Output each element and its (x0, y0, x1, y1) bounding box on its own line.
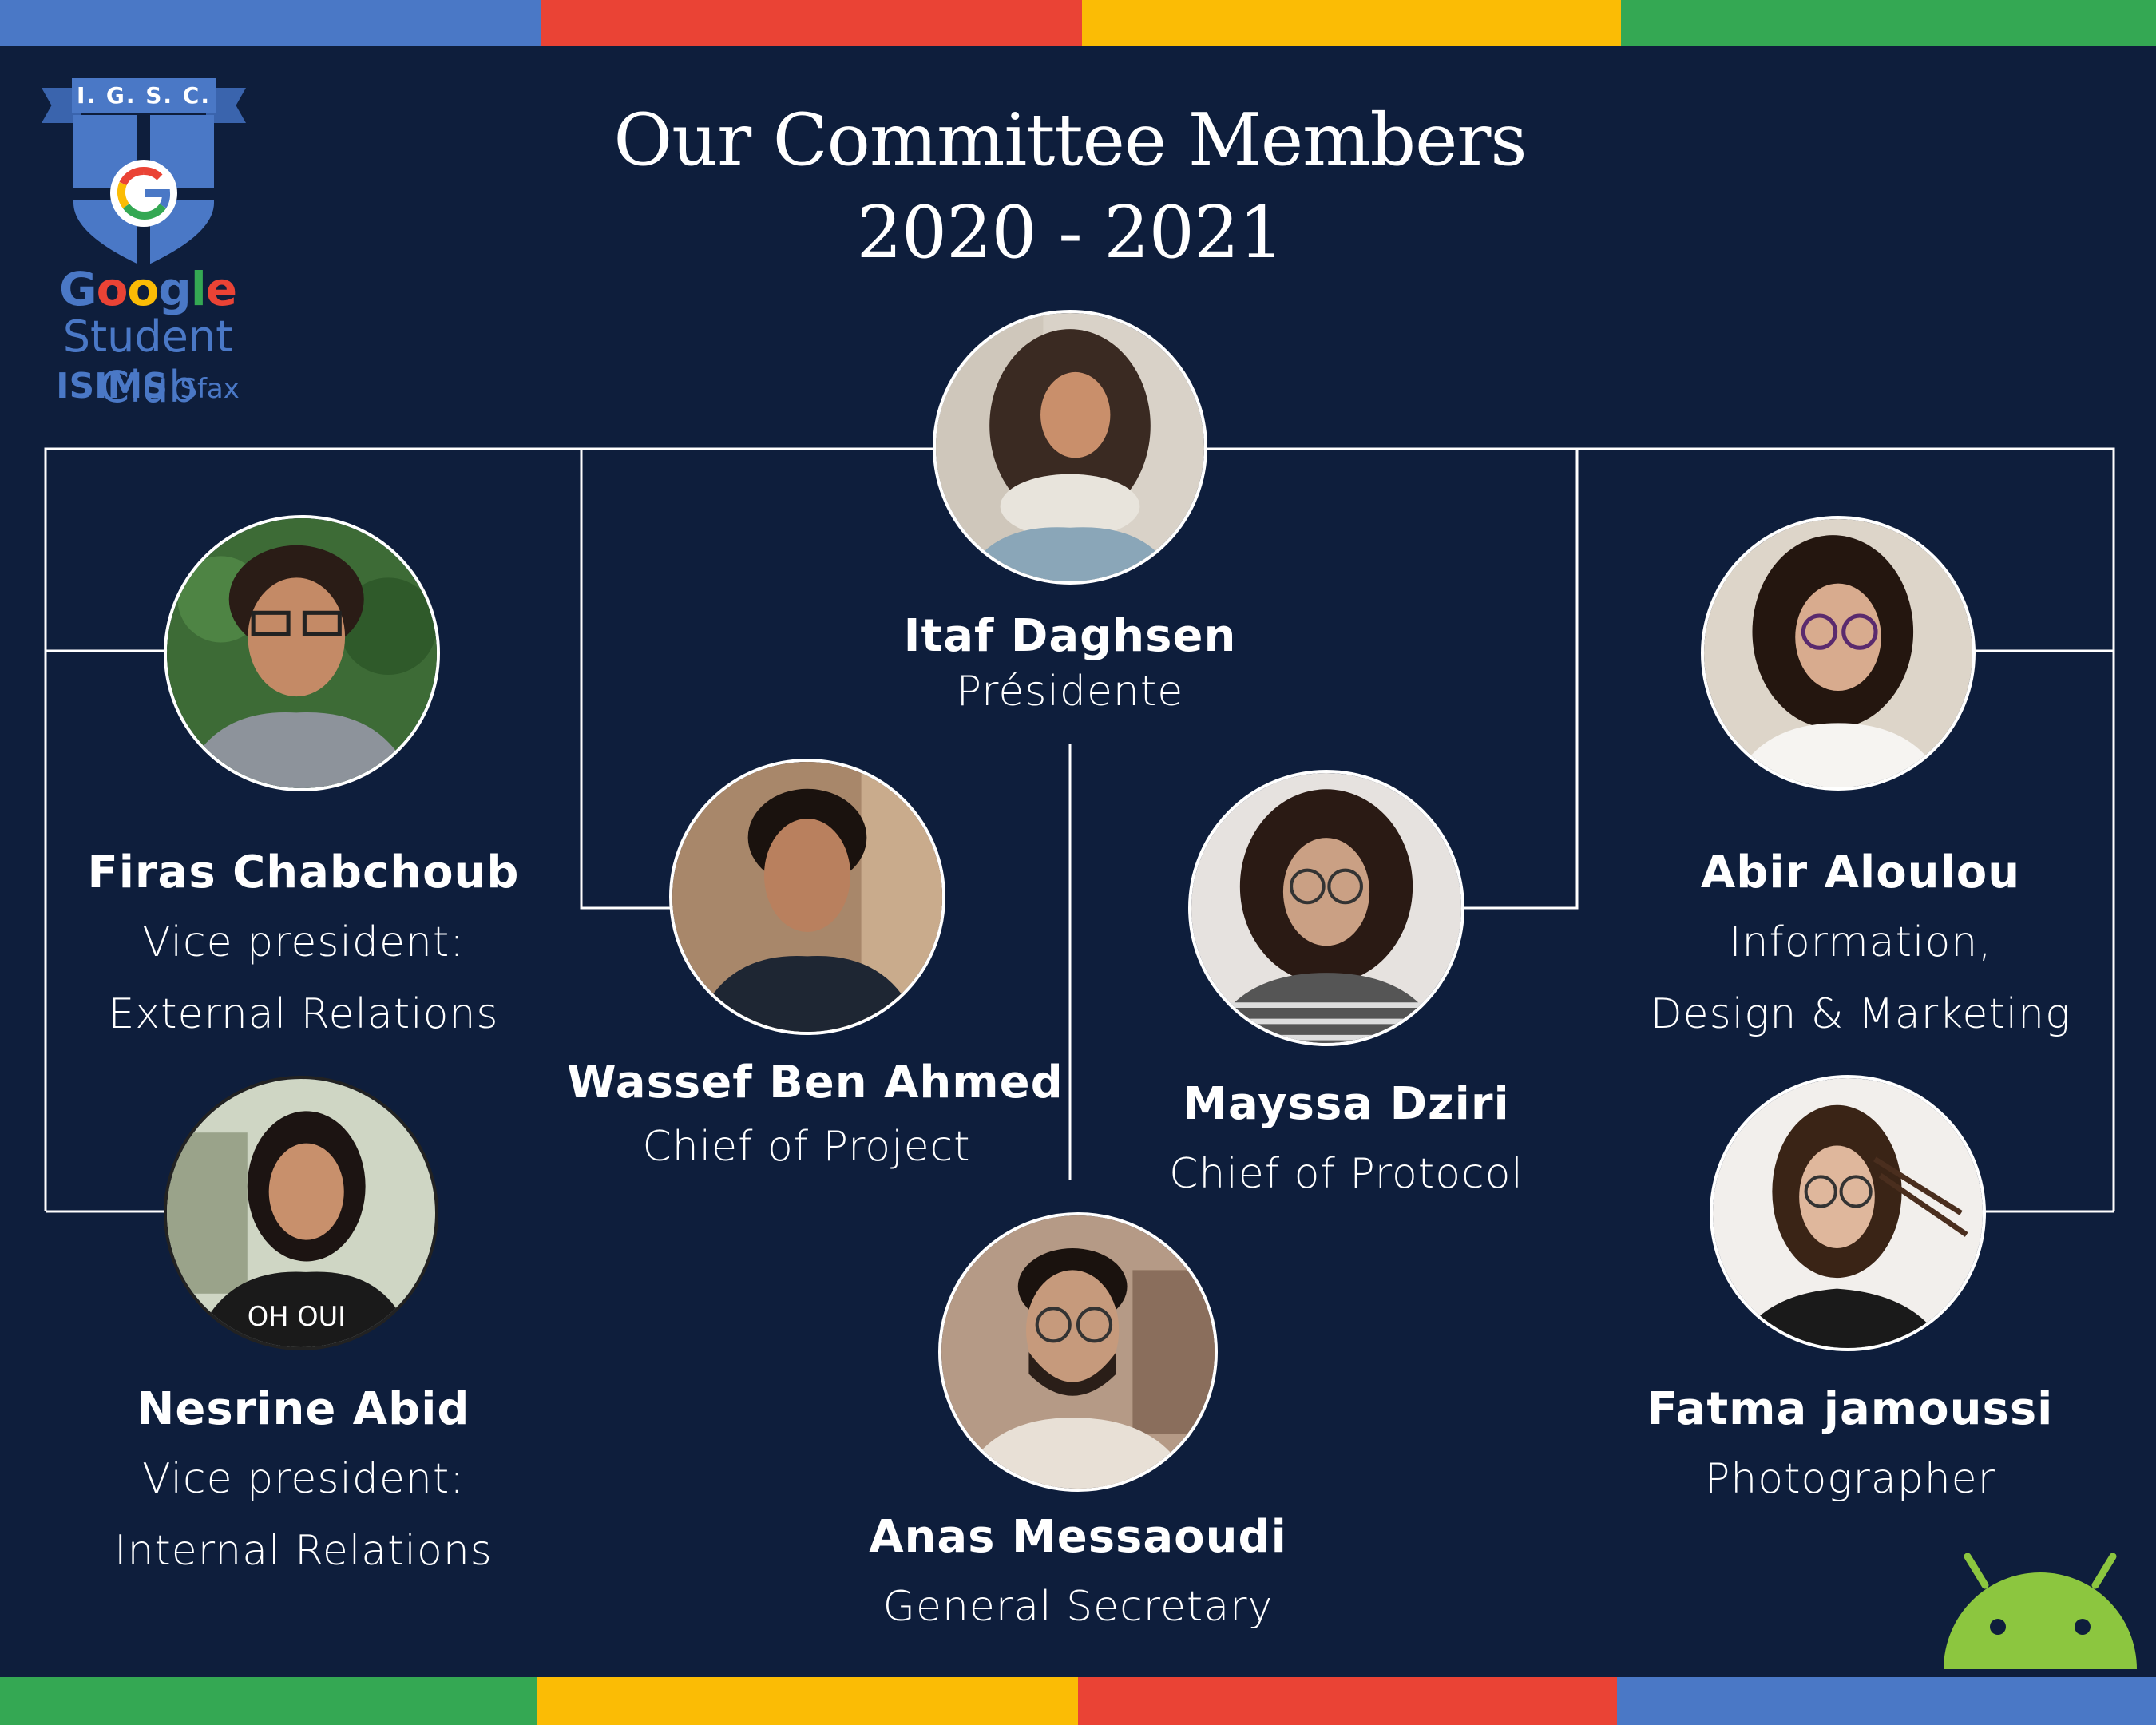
line-to-wassef (580, 449, 671, 910)
person-photo-icon (167, 518, 437, 788)
member-name: Itaf Daghsen (903, 610, 1237, 662)
avatar (669, 759, 945, 1035)
member-role-line-1: Information, (1729, 918, 1992, 966)
member-role-line-1: Vice president: (142, 918, 465, 966)
person-photo-icon (672, 762, 942, 1032)
logo-banner: I. G. S. C. (72, 78, 216, 113)
club-logo: I. G. S. C. Google Student Club ISIMS Sf… (16, 70, 279, 414)
member-name: Wassef Ben Ahmed (567, 1057, 1064, 1108)
avatar (938, 1212, 1218, 1492)
top-stripe-blue (0, 0, 541, 46)
bottom-stripe-green (0, 1677, 537, 1725)
top-stripe-yellow (1082, 0, 1621, 46)
person-photo-icon (1704, 519, 1972, 787)
top-stripe-red (541, 0, 1082, 46)
member-name: Anas Messaoudi (869, 1511, 1287, 1563)
logo-google-wordmark: Google (58, 262, 237, 316)
google-g-icon (117, 167, 170, 220)
member-role-line-2: Internal Relations (114, 1527, 493, 1575)
member-name: Nesrine Abid (137, 1383, 470, 1435)
person-photo-icon: OH OUI (167, 1079, 435, 1347)
line-to-abir (1202, 447, 2115, 652)
person-photo-icon (1191, 773, 1461, 1043)
logo-school-text: ISIMS Sfax (56, 366, 240, 406)
avatar (933, 310, 1207, 585)
title-line-1: Our Committee Members (613, 98, 1527, 182)
member-role-line-1: Vice president: (142, 1455, 465, 1503)
member-role: Présidente (956, 668, 1184, 716)
shield-icon (73, 115, 214, 267)
member-role-line-2: External Relations (108, 990, 499, 1038)
person-photo-icon (941, 1215, 1215, 1489)
member-name: Firas Chabchoub (87, 847, 520, 898)
bottom-stripe-red (1078, 1677, 1617, 1725)
member-role-line-2: Design & Marketing (1650, 990, 2071, 1038)
avatar (164, 515, 440, 791)
page-title: Our Committee Members 2020 - 2021 (479, 94, 1661, 280)
member-name: Fatma jamoussi (1647, 1383, 2054, 1435)
line-to-firas (44, 447, 933, 652)
bottom-stripe-blue (1617, 1677, 2156, 1725)
logo-club-text: Student Club (62, 311, 233, 412)
person-photo-icon (1713, 1078, 1983, 1348)
avatar (1188, 770, 1464, 1046)
member-role: Photographer (1704, 1455, 1996, 1503)
android-icon (1944, 1553, 2137, 1669)
top-stripe-green (1621, 0, 2156, 46)
line-to-mayssa (1461, 449, 1579, 910)
member-role: Chief of Protocol (1169, 1150, 1524, 1198)
avatar (1701, 516, 1976, 791)
avatar (1710, 1075, 1986, 1351)
bottom-stripe-yellow (537, 1677, 1078, 1725)
title-line-2: 2020 - 2021 (856, 191, 1285, 275)
person-photo-icon (936, 313, 1204, 581)
member-name: Abir Aloulou (1700, 847, 2021, 898)
member-role: General Secretary (882, 1583, 1274, 1631)
member-role: Chief of Project (642, 1123, 971, 1171)
avatar: OH OUI (164, 1076, 438, 1350)
member-name: Mayssa Dziri (1183, 1078, 1510, 1130)
svg-text:OH OUI: OH OUI (248, 1301, 346, 1332)
